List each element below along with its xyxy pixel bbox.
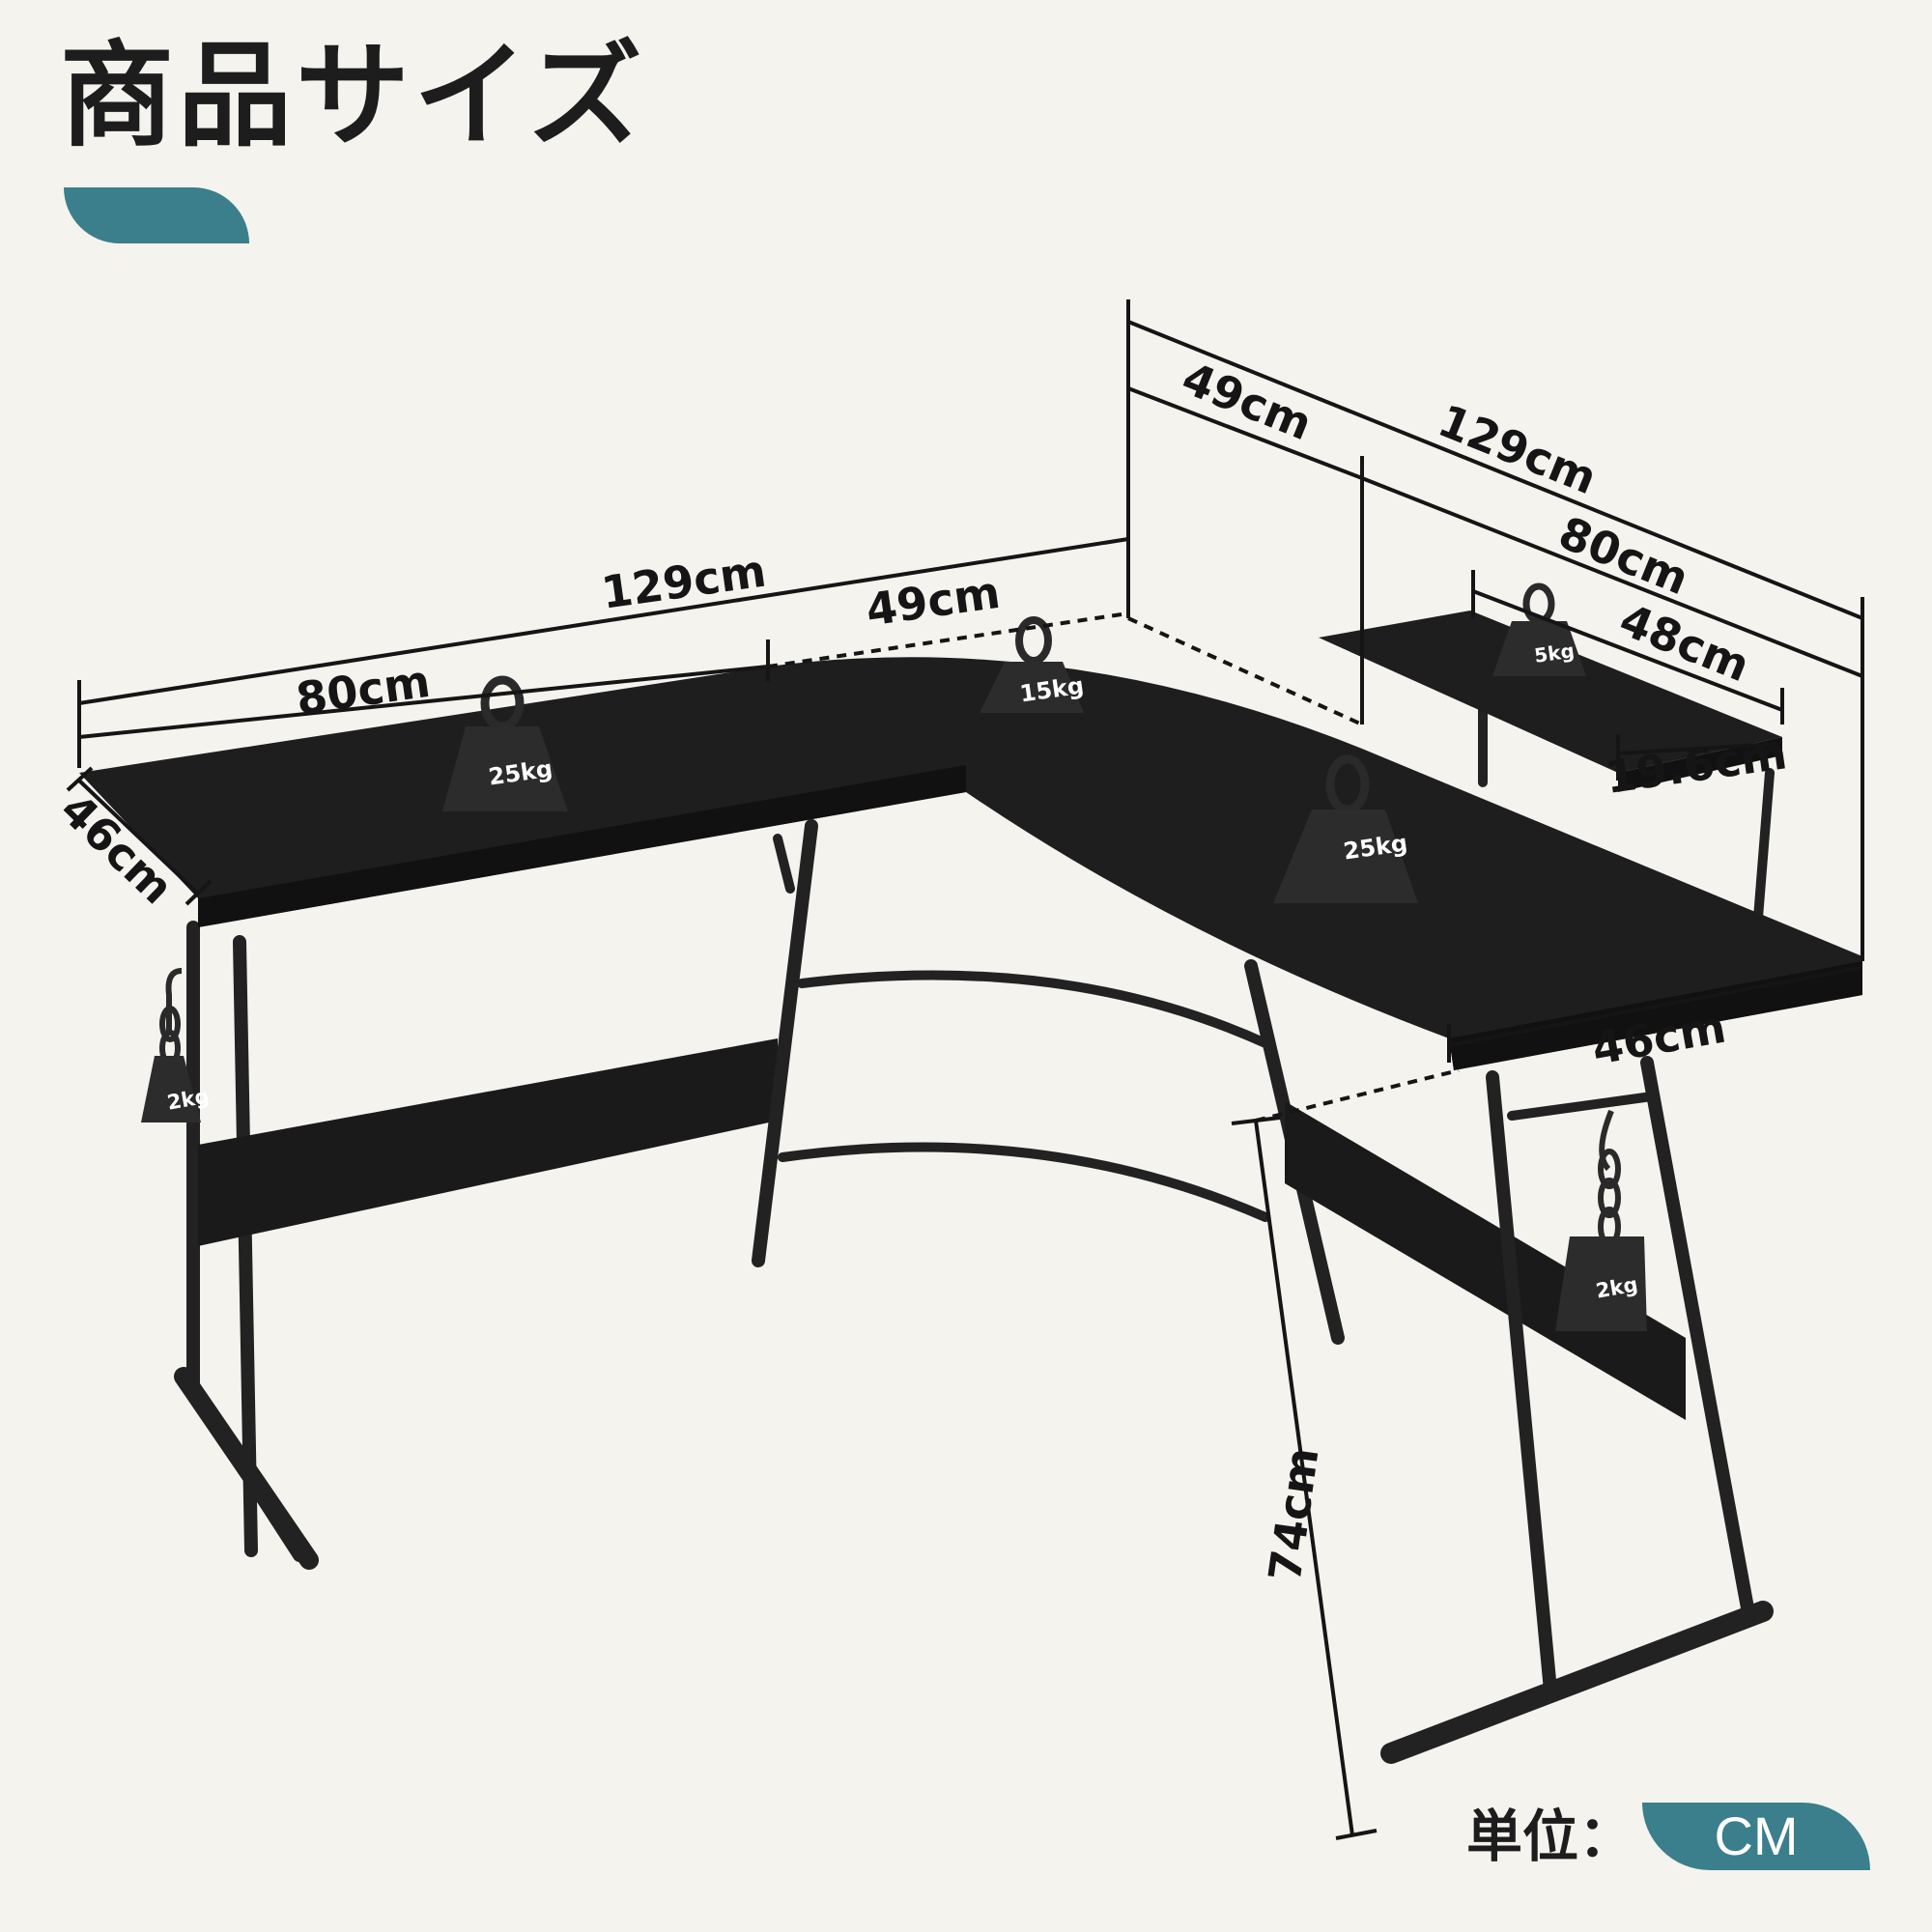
left-chain-link [159, 1006, 181, 1042]
dim-right-total: 129cm [1431, 394, 1604, 504]
dim-line-left-corner [767, 611, 1129, 668]
dim-tick [66, 766, 94, 792]
right-hook [1598, 1109, 1621, 1247]
weight-shelf-label: 5kg [1533, 639, 1576, 668]
desk-top-edge-left [198, 765, 966, 927]
right-hook-arm [1599, 1109, 1614, 1172]
weight-left-top: 25kg [442, 675, 568, 811]
right-modesty-panel [1285, 1101, 1686, 1420]
weight-corner-top: 15kg [980, 616, 1086, 713]
monitor-shelf-edge [1618, 737, 1782, 792]
weight-shelf: 5kg [1492, 582, 1586, 676]
unit-badge: CM [1642, 1803, 1870, 1870]
right-rear-leg [1640, 1056, 1755, 1620]
dim-line-right-total [1127, 320, 1863, 620]
weight-left-hook: 2kg [141, 1056, 211, 1122]
dim-line-right-main [1361, 476, 1863, 678]
right-foot [1380, 1601, 1774, 1764]
dim-tick [1617, 742, 1778, 755]
weight-handle [1015, 616, 1052, 665]
left-foot [174, 1367, 319, 1570]
monitor-shelf [1319, 611, 1782, 773]
dim-tick [1335, 1829, 1378, 1840]
dim-guide-height [1255, 1068, 1460, 1122]
upper-curved-brace [797, 970, 1270, 1048]
corner-back-leg [752, 819, 818, 1267]
dim-line-right-back [1127, 616, 1363, 726]
left-hook-arm [165, 968, 183, 1034]
right-top-rail [1507, 1092, 1657, 1121]
dim-line-shelf-width [1472, 589, 1783, 712]
weight-right-hook: 2kg [1555, 1236, 1647, 1331]
dim-line-height [1254, 1120, 1354, 1836]
dimension-lines [66, 299, 1864, 1840]
left-hook [159, 968, 183, 1066]
weight-body [141, 1056, 201, 1122]
dim-height: 74cm [1259, 1444, 1329, 1584]
weight-body [980, 662, 1084, 713]
dim-line-left-depth [77, 779, 200, 895]
shelf-support-right [1753, 768, 1775, 923]
corner-bracket [773, 834, 795, 894]
dim-line-left-main [78, 665, 769, 739]
title-accent-bar [64, 187, 249, 243]
page-title: 商品サイズ [60, 29, 646, 162]
dim-tick [185, 879, 213, 906]
weight-body [1273, 810, 1418, 903]
desk-frame [174, 638, 1775, 1764]
dim-left-total: 129cm [598, 545, 769, 619]
right-front-leg [1486, 1070, 1557, 1697]
weight-body [442, 726, 568, 811]
weight-body [1555, 1236, 1647, 1331]
left-inner-leg [233, 935, 258, 1557]
dim-line-right-corner [1127, 386, 1363, 480]
lower-curved-brace [778, 1142, 1270, 1222]
unit-label: 単位： [1466, 1804, 1635, 1869]
dim-line-right-depth [1448, 966, 1861, 1047]
weight-right-top: 25kg [1273, 754, 1418, 903]
weight-body [1492, 621, 1586, 676]
right-chain-link [1598, 1149, 1621, 1189]
left-modesty-panel [198, 1038, 778, 1246]
dim-line-left-total [78, 537, 1129, 705]
right-chain-link [1598, 1178, 1621, 1218]
